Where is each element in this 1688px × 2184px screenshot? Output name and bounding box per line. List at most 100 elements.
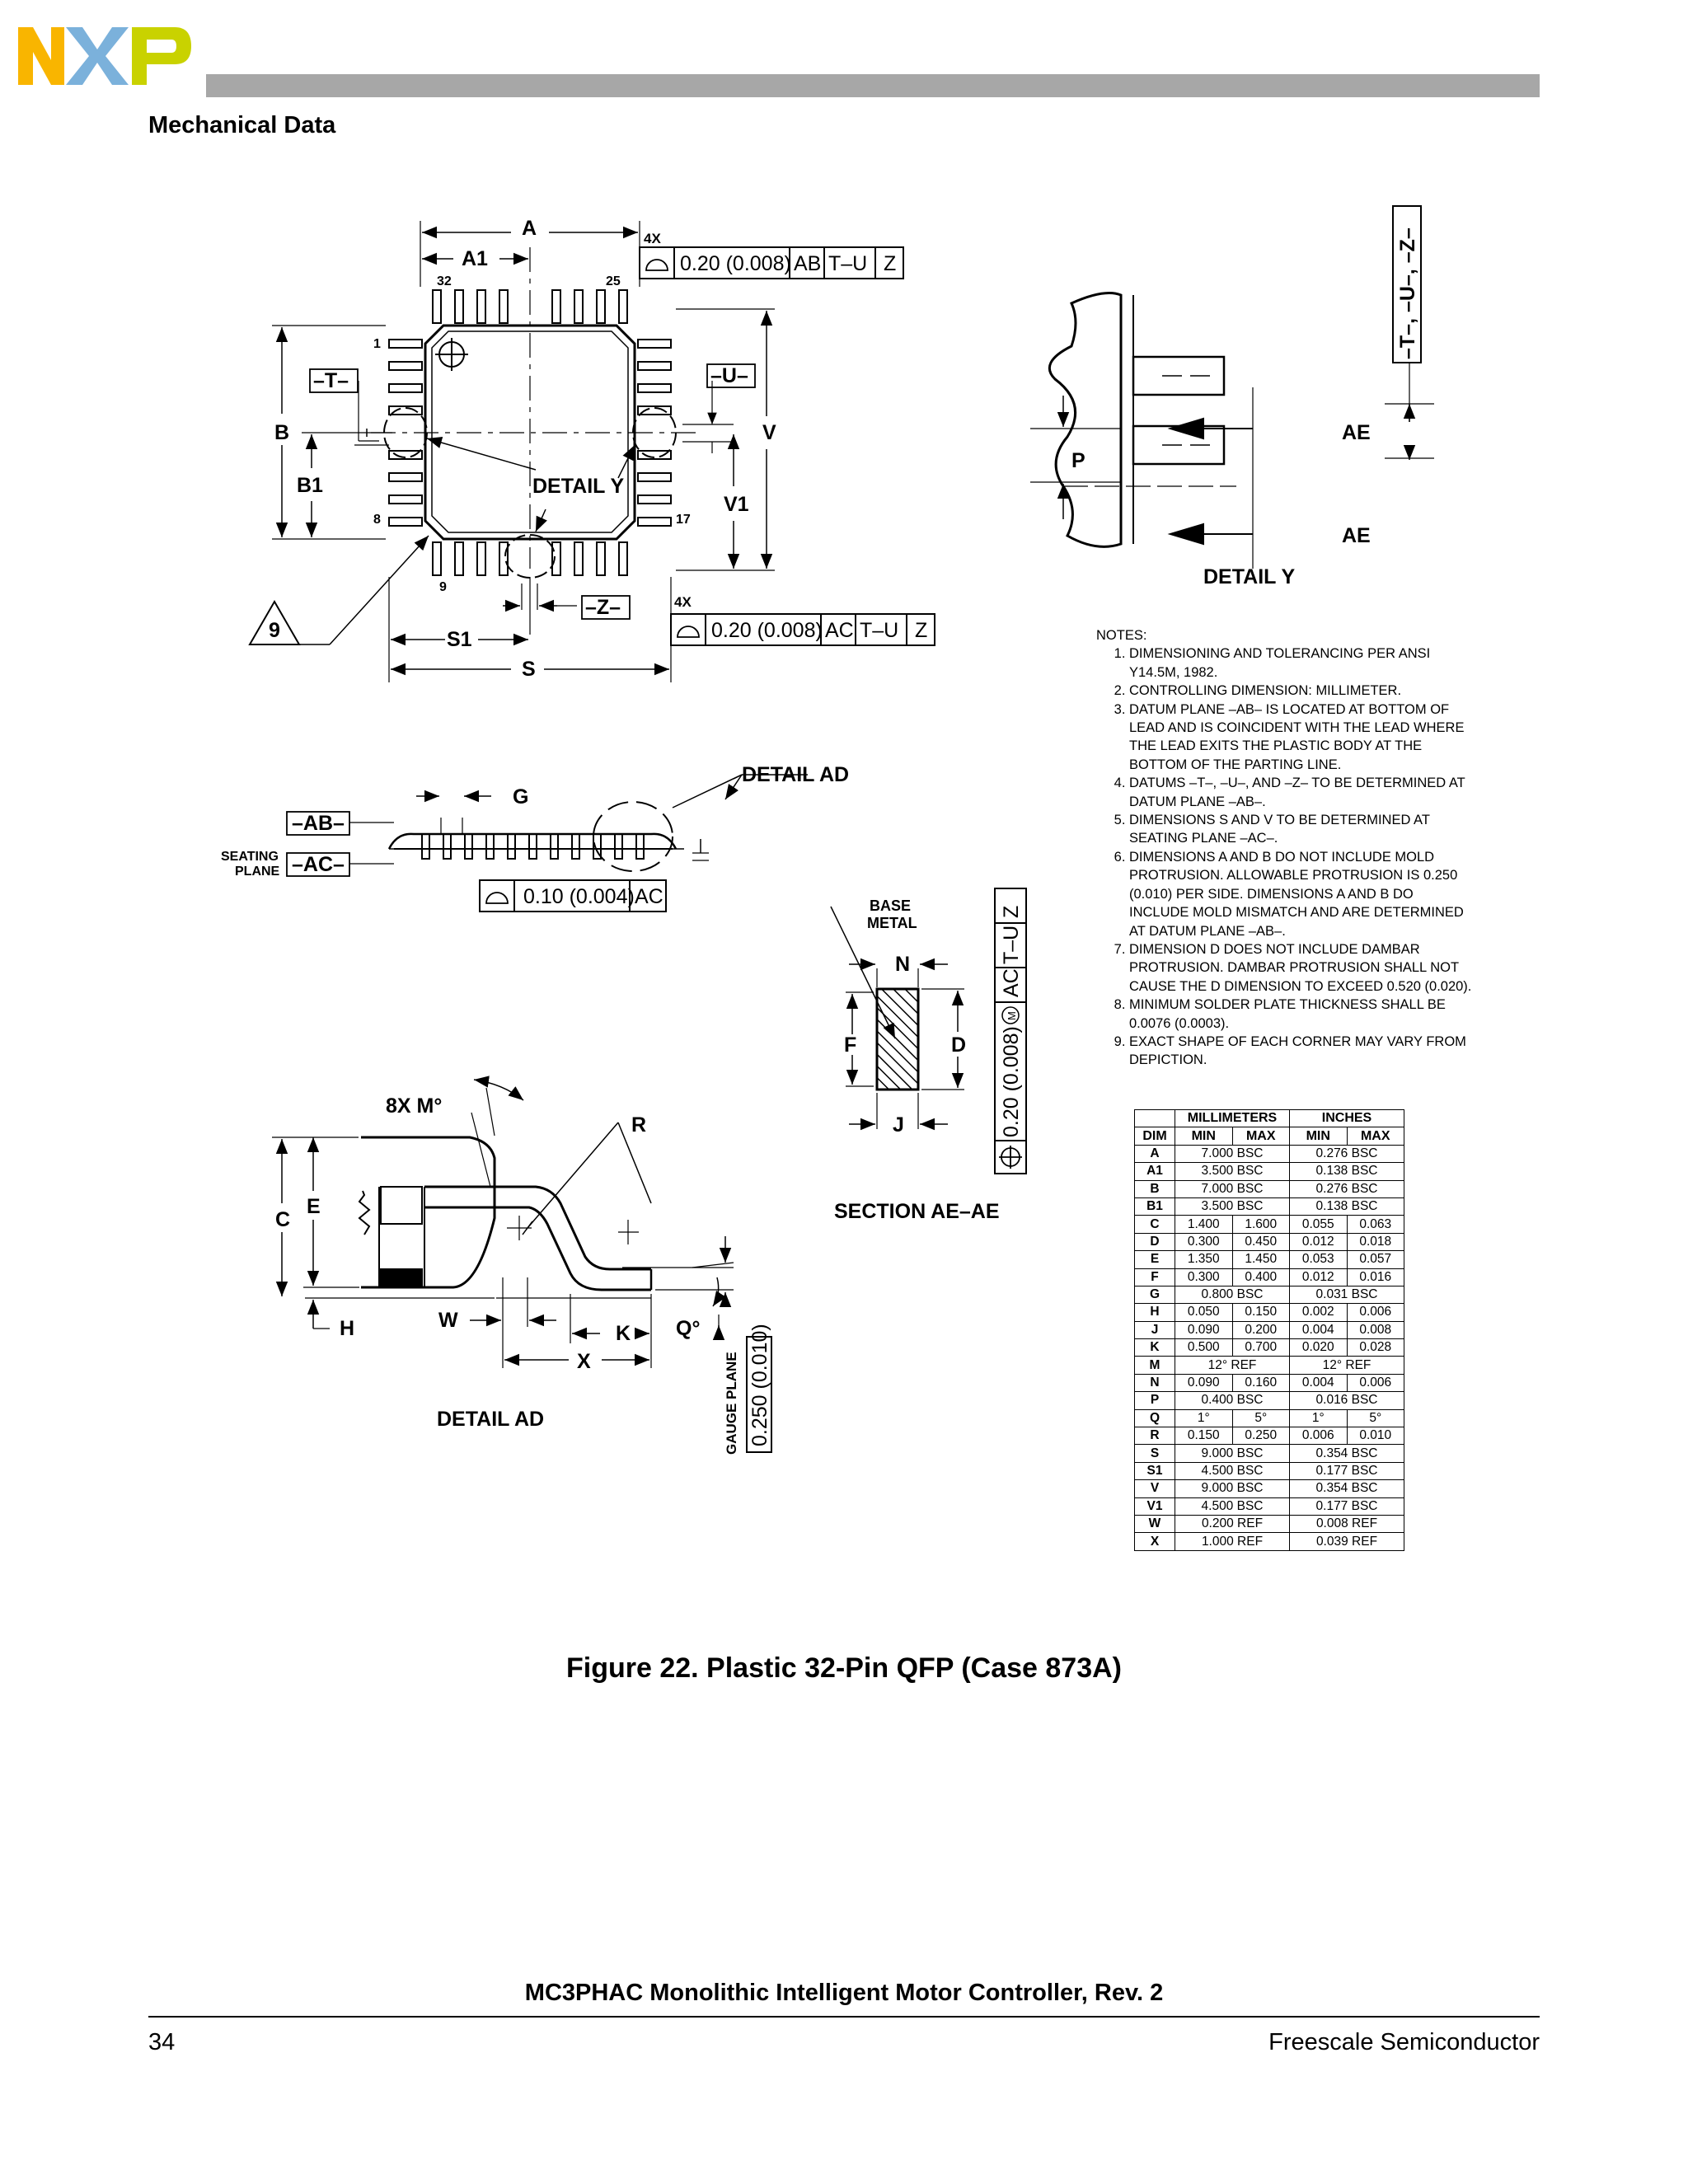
footer-rule: [148, 2016, 1540, 2018]
table-cell: 12° REF: [1289, 1356, 1404, 1375]
table-cell: 0.006: [1346, 1373, 1404, 1393]
label-ae-top: AE: [1342, 421, 1371, 444]
table-cell: 0.050: [1175, 1303, 1233, 1322]
table-cell: 0.002: [1289, 1303, 1348, 1322]
table-cell: V: [1134, 1479, 1175, 1498]
package-body: [424, 324, 636, 541]
section-fcf-modifier: M: [1006, 1011, 1018, 1020]
table-cell: H: [1134, 1303, 1175, 1322]
table-cell: 0.276 BSC: [1289, 1179, 1404, 1198]
fcf2-tolerance: 0.20 (0.008): [711, 619, 823, 642]
table-cell: P: [1134, 1391, 1175, 1410]
table-cell: 0.300: [1175, 1268, 1233, 1286]
table-cell: 1°: [1289, 1408, 1348, 1428]
label-dim-g: G: [513, 785, 528, 808]
label-dim-x: X: [577, 1350, 591, 1373]
label-dim-c: C: [275, 1208, 290, 1231]
detail-y-view: [1030, 205, 1434, 569]
note-item: DIMENSION D DOES NOT INCLUDE DAMBAR PROT…: [1129, 940, 1475, 996]
bottom-leads: [432, 541, 628, 576]
table-cell: 12° REF: [1175, 1356, 1290, 1375]
section-fcf-ref-1: AC: [1000, 968, 1023, 997]
table-cell: 1.350: [1175, 1250, 1233, 1269]
notes-list: DIMENSIONING AND TOLERANCING PER ANSI Y1…: [1096, 644, 1475, 1069]
label-dim-k: K: [616, 1322, 631, 1345]
label-dim-m: 8X M°: [386, 1094, 442, 1118]
left-leads: [388, 339, 423, 527]
table-cell: 0.090: [1175, 1373, 1233, 1393]
label-dim-n: N: [895, 953, 910, 976]
label-dim-q: Q°: [676, 1317, 700, 1340]
note-item: DIMENSIONING AND TOLERANCING PER ANSI Y1…: [1129, 644, 1475, 682]
table-cell: M: [1134, 1356, 1175, 1375]
page-number: 34: [148, 2029, 176, 2055]
table-cell: 4.500 BSC: [1175, 1497, 1290, 1516]
table-cell: 0.150: [1231, 1303, 1290, 1322]
label-pin-8: 8: [373, 513, 381, 527]
table-cell: 0.010: [1346, 1427, 1404, 1446]
fcf2-ref-3: Z: [915, 619, 927, 642]
side-view: [286, 774, 808, 912]
label-pin-9: 9: [439, 580, 447, 594]
table-cell: 7.000 BSC: [1175, 1179, 1290, 1198]
label-dim-a: A: [522, 217, 537, 240]
fcf2-count: 4X: [674, 594, 692, 610]
detail-ad-title: DETAIL AD: [437, 1408, 544, 1431]
table-cell: Q: [1134, 1408, 1175, 1428]
header-in-max: MAX: [1346, 1127, 1404, 1146]
base-metal-line-2: METAL: [867, 915, 917, 931]
label-pin-32: 32: [437, 274, 452, 288]
dimension-table: MILLIMETERS INCHES DIM MIN MAX MIN MAX A…: [1134, 1108, 1404, 1551]
table-cell: K: [1134, 1338, 1175, 1357]
section-ae-view: [830, 888, 1027, 1174]
seating-plane-line-2: PLANE: [235, 865, 280, 879]
table-cell: 0.090: [1175, 1320, 1233, 1340]
table-cell: E: [1134, 1250, 1175, 1269]
table-cell: 9.000 BSC: [1175, 1444, 1290, 1463]
table-cell: 0.150: [1175, 1427, 1233, 1446]
table-cell: 0.004: [1289, 1320, 1348, 1340]
table-cell: 0.700: [1231, 1338, 1290, 1357]
table-cell: 1°: [1175, 1408, 1233, 1428]
table-cell: 0.008: [1346, 1320, 1404, 1340]
table-cell: 0.063: [1346, 1215, 1404, 1234]
table-cell: 0.016: [1346, 1268, 1404, 1286]
footer-document-title: MC3PHAC Monolithic Intelligent Motor Con…: [524, 1980, 1164, 2006]
label-dim-a1: A1: [462, 247, 488, 270]
table-cell: D: [1134, 1232, 1175, 1252]
label-dim-d: D: [951, 1033, 966, 1057]
label-pin-17: 17: [676, 513, 691, 527]
note-item: CONTROLLING DIMENSION: MILLIMETER.: [1129, 682, 1475, 700]
table-cell: X: [1134, 1532, 1175, 1551]
table-cell: V1: [1134, 1497, 1175, 1516]
table-cell: 0.028: [1346, 1338, 1404, 1357]
table-cell: 0.006: [1346, 1303, 1404, 1322]
section-title: Mechanical Data: [148, 112, 336, 138]
datum-ab: –AB–: [292, 812, 345, 835]
top-leads: [432, 289, 628, 324]
label-dim-e: E: [307, 1195, 321, 1218]
table-cell: 0.006: [1289, 1427, 1348, 1446]
table-cell: 0.020: [1289, 1338, 1348, 1357]
table-cell: 0.177 BSC: [1289, 1461, 1404, 1481]
table-cell: 0.004: [1289, 1373, 1348, 1393]
table-cell: B: [1134, 1179, 1175, 1198]
table-cell: 0.250: [1231, 1427, 1290, 1446]
table-cell: 1.450: [1231, 1250, 1290, 1269]
table-cell: 0.276 BSC: [1289, 1144, 1404, 1164]
section-ae-title: SECTION AE–AE: [834, 1200, 1000, 1223]
label-dim-s: S: [522, 658, 536, 681]
label-detail-y: DETAIL Y: [532, 475, 624, 498]
top-view: [248, 221, 935, 682]
